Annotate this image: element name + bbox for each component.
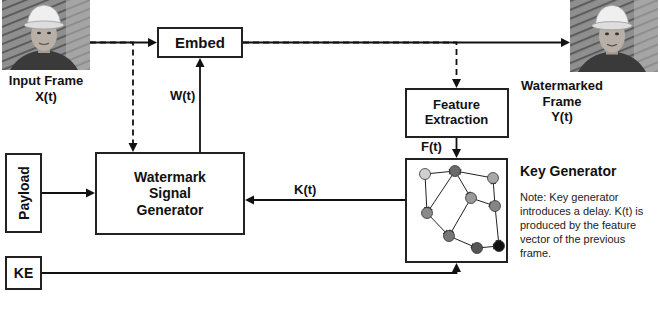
box-text: Embed (175, 34, 225, 51)
frame-label: Input Frame (0, 73, 94, 89)
node-text: Watermark Signal Generator (120, 169, 220, 217)
graph-arrows (425, 171, 499, 248)
key-graph-illustration (405, 158, 508, 263)
note-text: Note: Key generator introduces a delay. … (520, 190, 654, 260)
dashed-connector (90, 43, 138, 153)
arrowhead (196, 58, 205, 67)
node-text: Payload (15, 166, 31, 220)
connector (42, 263, 461, 273)
arrowhead (129, 143, 138, 152)
input-box: Payload (5, 153, 42, 233)
frame-caption: Input FrameX(t) (0, 73, 94, 104)
key-generator-box: Key Generator (405, 158, 508, 263)
connector-line (243, 43, 457, 81)
arrowhead (245, 196, 254, 205)
signal-label: F(t) (419, 139, 444, 154)
frame-label: Y(t) (510, 109, 614, 125)
node-text: Embed (175, 34, 225, 51)
frame-label: Watermarked Frame (510, 78, 614, 109)
node-text: Feature Extraction (411, 98, 503, 128)
signal-label: W(t) (168, 88, 197, 103)
input-frame: Input FrameX(t) (2, 0, 90, 70)
arrowhead (452, 79, 461, 88)
connector (42, 189, 95, 198)
connector-line (42, 271, 457, 273)
frame-label: X(t) (0, 89, 94, 105)
input-box: KE (5, 256, 42, 290)
process-box: Feature Extraction (405, 88, 509, 138)
node-heading-text: Key Generator (520, 163, 616, 180)
box-text: Watermark Signal Generator (120, 169, 220, 217)
connector-line (90, 42, 149, 44)
box-text: KE (14, 265, 33, 281)
arrowhead (86, 189, 95, 198)
node-text: KE (14, 265, 33, 281)
watermarked-frame-photo (570, 0, 658, 72)
output-frame: Watermarked FrameY(t) (570, 0, 658, 72)
connector-line (253, 199, 405, 201)
box-text: Payload (15, 166, 31, 220)
connector (196, 58, 205, 152)
dashed-connector (243, 43, 461, 89)
process-box: Watermark Signal Generator (95, 152, 245, 235)
connector (452, 138, 461, 158)
arrowhead (452, 263, 461, 272)
connector-line (243, 42, 562, 44)
arrowhead (561, 38, 570, 47)
connector-line (199, 66, 201, 152)
connector-line (456, 138, 458, 150)
process-box: Embed (157, 27, 243, 58)
connector-line (42, 192, 87, 194)
node-heading: Key Generator (520, 163, 616, 180)
input-frame-photo (2, 0, 90, 70)
arrowhead (148, 38, 157, 47)
connector (245, 196, 405, 205)
connector-line (90, 43, 133, 145)
box-text: Feature Extraction (411, 98, 503, 128)
arrowhead (452, 149, 461, 158)
signal-label: K(t) (292, 182, 318, 197)
frame-caption: Watermarked FrameY(t) (510, 78, 614, 125)
graph-nodes (420, 166, 505, 254)
